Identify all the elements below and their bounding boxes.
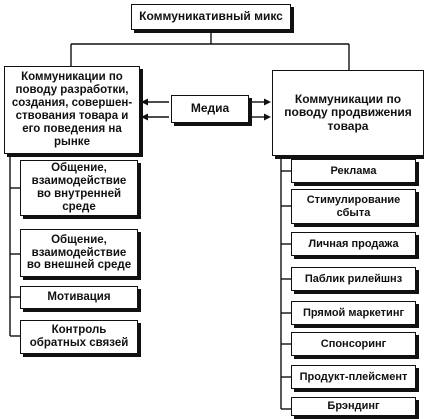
direct-marketing-label: Прямой маркетинг (302, 306, 405, 319)
communicative-mix-label: Коммуникативный микс (139, 9, 283, 24)
public-relations-label: Паблик рилейшнз (304, 272, 403, 285)
public-relations-box: Паблик рилейшнз (291, 267, 416, 291)
sponsoring-label: Спонсоринг (320, 337, 387, 350)
sales-promotion-label: Стимулирование сбыта (306, 194, 401, 219)
product-placement-box: Продукт-плейсмент (291, 365, 416, 389)
promotion-communications-label: Коммуникации по поводу продвижения товар… (284, 91, 412, 133)
feedback-control-box: Контроль обратных связей (20, 320, 138, 354)
internal-interaction-box: Общение, взаимодействие во внутренней ср… (20, 160, 138, 216)
motivation-label: Мотивация (47, 291, 111, 304)
advertising-label: Реклама (330, 164, 377, 177)
motivation-box: Мотивация (20, 286, 138, 309)
personal-selling-box: Личная продажа (291, 232, 416, 256)
communicative-mix-box: Коммуникативный микс (131, 4, 291, 30)
branding-label: Брэндинг (327, 400, 380, 413)
sales-promotion-box: Стимулирование сбыта (291, 189, 416, 224)
product-development-communications-label: Коммуникации по поводу разработки, созда… (11, 71, 133, 148)
media-label: Медиа (190, 101, 230, 116)
feedback-control-label: Контроль обратных связей (29, 324, 129, 349)
external-interaction-label: Общение, взаимодействие во внешней среде (26, 233, 132, 272)
internal-interaction-label: Общение, взаимодействие во внутренней ср… (31, 162, 127, 213)
advertising-box: Реклама (291, 159, 416, 183)
branding-box: Брэндинг (291, 397, 416, 416)
product-development-communications-box: Коммуникации по поводу разработки, созда… (4, 66, 140, 154)
direct-marketing-box: Прямой маркетинг (291, 301, 416, 325)
external-interaction-box: Общение, взаимодействие во внешней среде (20, 229, 138, 277)
promotion-communications-box: Коммуникации по поводу продвижения товар… (272, 70, 424, 156)
sponsoring-box: Спонсоринг (291, 332, 416, 356)
personal-selling-label: Личная продажа (308, 237, 399, 250)
media-box: Медиа (171, 95, 249, 123)
product-placement-label: Продукт-плейсмент (299, 370, 408, 383)
